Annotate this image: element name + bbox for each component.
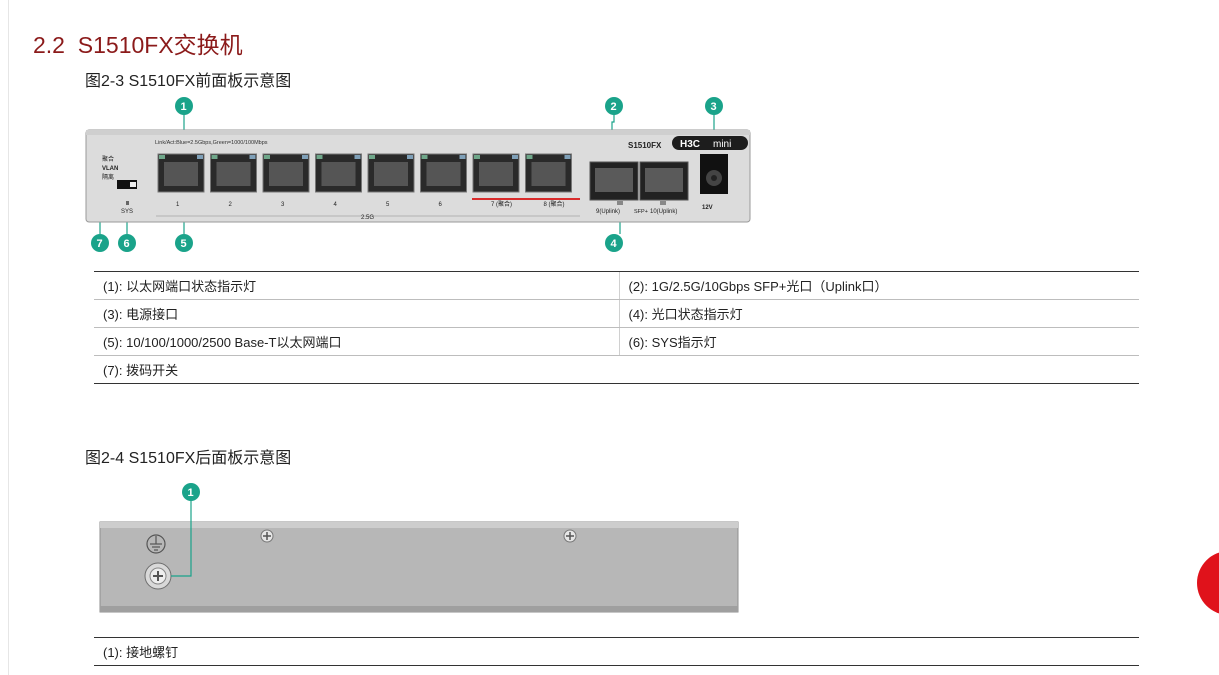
brand-logo bbox=[672, 136, 748, 150]
floating-badge[interactable] bbox=[1197, 551, 1219, 615]
sfp-label-10: 10(Uplink) bbox=[650, 209, 677, 215]
svg-text:3: 3 bbox=[711, 101, 717, 113]
port-label: 6 bbox=[439, 202, 443, 208]
legend-cell: (2): 1G/2.5G/10Gbps SFP+光口（Uplink口） bbox=[618, 271, 1139, 300]
front-panel-figure: Link/Act:Blue=2.5Gbps,Green=1000/100Mbps… bbox=[85, 97, 751, 252]
port-label: 8 (聚合) bbox=[544, 200, 565, 208]
port-led bbox=[211, 155, 218, 159]
ethernet-ports: 1 2 3 4 5 6 7 (聚合) 8 (聚合) bbox=[157, 153, 572, 208]
legend-cell: (6): SYS指示灯 bbox=[618, 327, 1139, 356]
rear-panel-legend: (1): 接地螺钉 bbox=[94, 637, 1139, 666]
screw-icon bbox=[563, 529, 577, 543]
port-led bbox=[369, 155, 375, 159]
rear-panel-figure: 1 bbox=[99, 483, 739, 613]
section-number: 2.2 bbox=[33, 32, 65, 58]
power-label: 12V bbox=[702, 205, 713, 211]
port-led bbox=[459, 155, 466, 159]
ethernet-port: 6 bbox=[420, 153, 467, 208]
ethernet-port: 8 (聚合) bbox=[525, 153, 572, 208]
ethernet-port: 1 bbox=[157, 153, 205, 208]
port-label: 7 (聚合) bbox=[491, 200, 512, 208]
port-led bbox=[564, 155, 571, 159]
svg-text:H3C: H3C bbox=[680, 139, 700, 150]
svg-text:4: 4 bbox=[611, 238, 618, 250]
svg-text:1: 1 bbox=[181, 101, 187, 113]
ethernet-port: 7 (聚合) bbox=[472, 153, 520, 208]
port-led bbox=[249, 155, 256, 159]
port-led bbox=[302, 155, 308, 159]
front-panel-legend: (1): 以太网端口状态指示灯 (2): 1G/2.5G/10Gbps SFP+… bbox=[94, 271, 1139, 384]
callout-4: 4 bbox=[605, 234, 623, 252]
switch-label-aggregation: 聚合 bbox=[102, 155, 114, 163]
speed-label: 2.5G bbox=[361, 215, 374, 221]
port-led bbox=[316, 155, 323, 159]
svg-text:6: 6 bbox=[124, 238, 130, 250]
figure-caption-rear: 图2-4 S1510FX后面板示意图 bbox=[85, 450, 292, 467]
model-label: S1510FX bbox=[628, 141, 662, 150]
ethernet-port: 3 bbox=[262, 153, 310, 208]
legend-cell: (1): 接地螺钉 bbox=[94, 637, 1139, 666]
callout-5: 5 bbox=[175, 234, 193, 252]
port-label: 5 bbox=[386, 202, 390, 208]
port-led bbox=[407, 155, 413, 159]
sys-led-label: SYS bbox=[121, 209, 133, 215]
legend-cell: (7): 拨码开关 bbox=[94, 355, 1139, 384]
ethernet-port: 4 bbox=[315, 153, 362, 208]
figure-caption-front: 图2-3 S1510FX前面板示意图 bbox=[85, 73, 292, 90]
port-led bbox=[159, 155, 165, 159]
ethernet-port: 2 bbox=[210, 153, 257, 208]
table-row: (1): 接地螺钉 bbox=[94, 637, 1139, 666]
port-led bbox=[474, 155, 480, 159]
dip-switch bbox=[117, 180, 137, 189]
table-row: (7): 拨码开关 bbox=[94, 355, 1139, 384]
callout-3: 3 bbox=[705, 97, 723, 115]
screw-icon bbox=[260, 529, 274, 543]
aggregation-bar bbox=[472, 198, 580, 200]
port-label: 4 bbox=[334, 202, 338, 208]
callout-6: 6 bbox=[118, 234, 136, 252]
table-row: (5): 10/100/1000/2500 Base-T以太网端口 (6): S… bbox=[94, 327, 1139, 356]
section-heading: 2.2 S1510FX交换机 bbox=[33, 26, 243, 60]
sfp-label-sfp: SFP+ bbox=[634, 209, 648, 215]
ethernet-port: 5 bbox=[367, 153, 415, 208]
left-rule bbox=[8, 0, 9, 675]
port-led bbox=[264, 155, 270, 159]
port-label: 2 bbox=[229, 202, 233, 208]
switch-label-vlan: VLAN bbox=[102, 166, 118, 172]
svg-text:5: 5 bbox=[181, 238, 187, 250]
svg-text:1: 1 bbox=[188, 487, 194, 499]
port-led bbox=[354, 155, 361, 159]
port-led bbox=[512, 155, 518, 159]
table-row: (3): 电源接口 (4): 光口状态指示灯 bbox=[94, 299, 1139, 328]
svg-text:7: 7 bbox=[97, 238, 103, 250]
led-note: Link/Act:Blue=2.5Gbps,Green=1000/100Mbps bbox=[155, 140, 268, 146]
legend-cell: (1): 以太网端口状态指示灯 bbox=[94, 271, 619, 300]
port-label: 1 bbox=[176, 202, 180, 208]
callout-2: 2 bbox=[605, 97, 623, 115]
port-led bbox=[197, 155, 203, 159]
legend-cell: (5): 10/100/1000/2500 Base-T以太网端口 bbox=[94, 327, 619, 356]
switch-label-isolation: 隔离 bbox=[102, 173, 114, 181]
svg-text:mini: mini bbox=[713, 139, 731, 150]
svg-text:2: 2 bbox=[611, 101, 617, 113]
sfp-ports bbox=[589, 161, 689, 205]
sfp-label-9: 9(Uplink) bbox=[596, 209, 620, 215]
callout-1: 1 bbox=[182, 483, 200, 501]
callout-1: 1 bbox=[175, 97, 193, 115]
port-label: 3 bbox=[281, 202, 285, 208]
callout-7: 7 bbox=[91, 234, 109, 252]
ground-screw-icon bbox=[144, 562, 172, 590]
legend-cell: (4): 光口状态指示灯 bbox=[618, 299, 1139, 328]
legend-cell: (3): 电源接口 bbox=[94, 299, 619, 328]
port-led bbox=[526, 155, 533, 159]
section-title: S1510FX交换机 bbox=[77, 32, 243, 58]
port-led bbox=[421, 155, 428, 159]
ground-symbol-icon bbox=[146, 534, 166, 554]
table-row: (1): 以太网端口状态指示灯 (2): 1G/2.5G/10Gbps SFP+… bbox=[94, 271, 1139, 300]
